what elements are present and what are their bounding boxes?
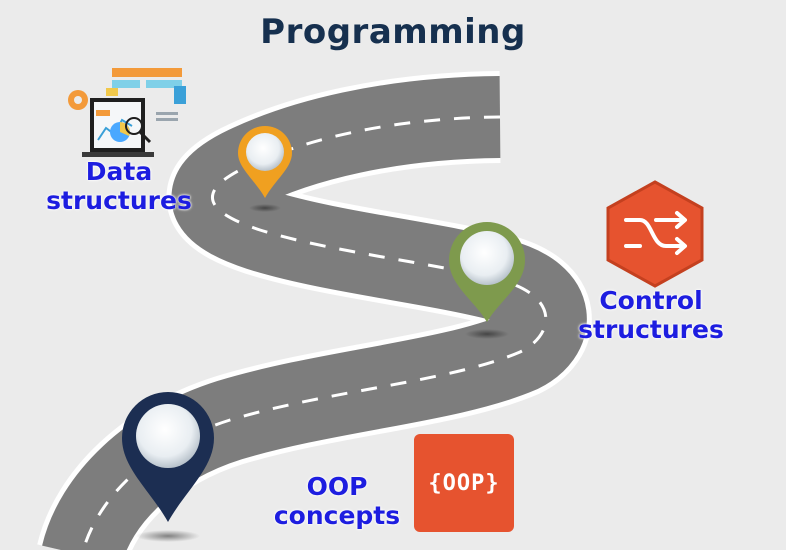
page-title: Programming [260,12,526,52]
map-pin-icon [449,222,525,339]
data-structures-illustration [68,68,186,157]
oop-badge-icon: {OOP} [414,434,514,532]
map-pin-icon [238,126,292,212]
milestone-label-control-structures: Control structures [578,286,724,344]
map-pin-icon [122,392,214,542]
control-flow-icon [606,180,704,288]
oop-badge-text: {OOP} [428,470,500,496]
milestone-label-oop-concepts: OOP concepts [273,472,401,530]
milestone-label-data-structures: Data structures [46,157,192,215]
